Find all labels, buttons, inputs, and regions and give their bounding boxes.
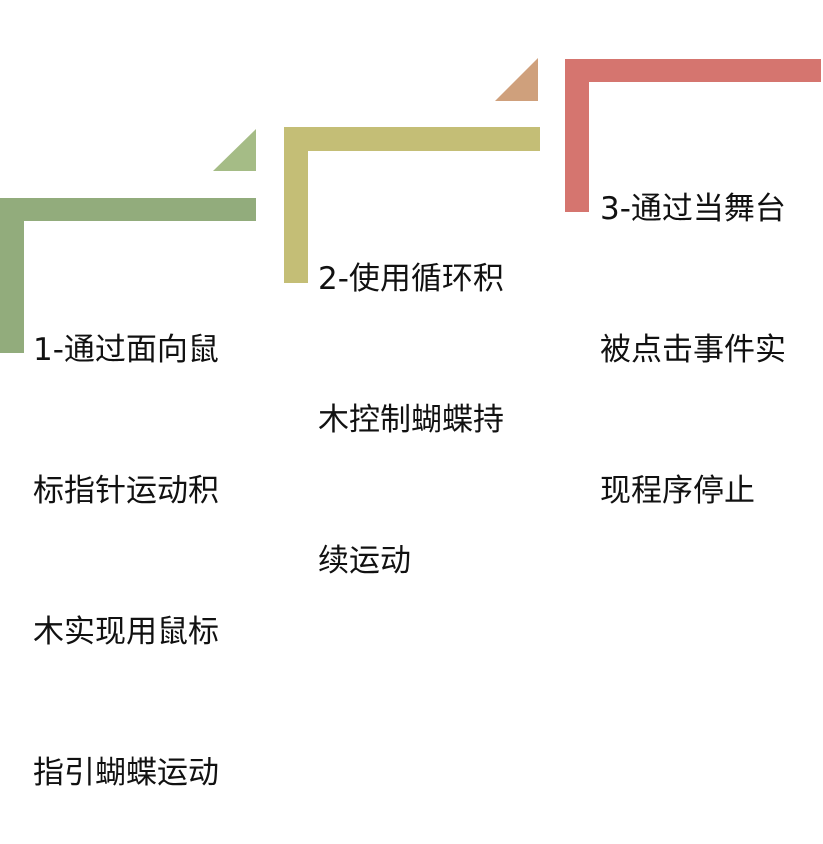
step-1-shape (0, 129, 256, 353)
step-3-triangle-layer (495, 58, 538, 101)
step-2-line-3: 续运动 (318, 543, 411, 579)
step-1-line-3: 木实现用鼠标 (33, 614, 219, 650)
step-2-line-2: 木控制蝴蝶持 (318, 402, 504, 438)
step-1-line-1: 1-通过面向鼠 (33, 332, 219, 368)
staircase-diagram (0, 59, 821, 353)
step-1-triangle (213, 129, 256, 171)
step-1-bracket (0, 198, 256, 353)
step-1-line-4: 指引蝴蝶运动 (33, 755, 219, 791)
step-3-line-1: 3-通过当舞台 (600, 191, 786, 227)
step-3-text: 3-通过当舞台 被点击事件实 现程序停止 (600, 92, 786, 562)
step-2-shape (284, 127, 540, 283)
step-3-shape (565, 59, 821, 212)
step-3-line-2: 被点击事件实 (600, 332, 786, 368)
step-2-line-1: 2-使用循环积 (318, 261, 504, 297)
step-3-triangle (495, 58, 538, 101)
step-3-bracket (565, 59, 821, 212)
step-2-bracket (284, 127, 540, 283)
